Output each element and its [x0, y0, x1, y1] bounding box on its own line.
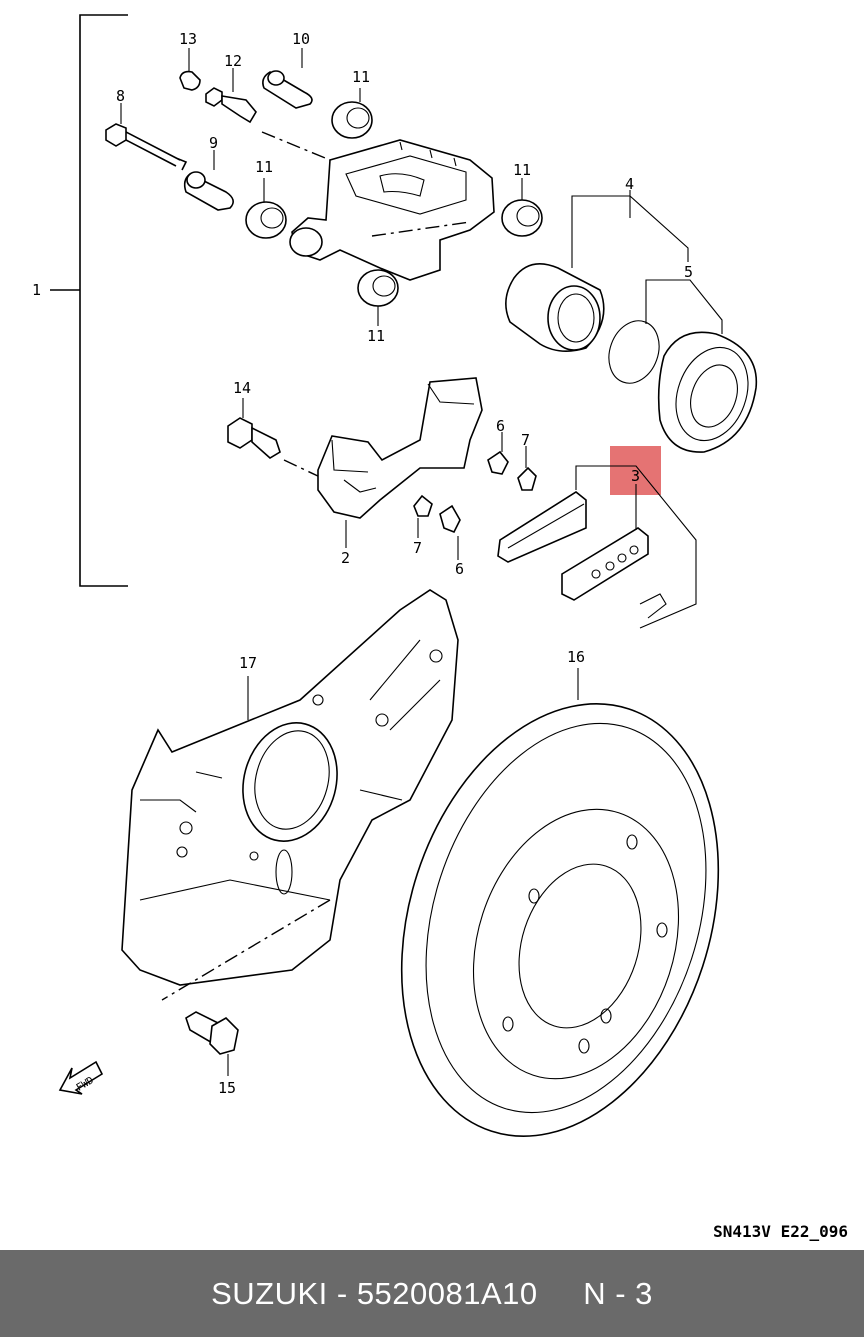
callout-16: 16 — [567, 648, 585, 666]
callout-13: 13 — [179, 30, 197, 48]
bracket-assembly-1 — [50, 14, 128, 587]
callout-2: 2 — [341, 549, 350, 567]
part-15-bolt — [185, 1011, 239, 1076]
callout-4: 4 — [625, 175, 634, 193]
callout-14: 14 — [233, 379, 251, 397]
callout-5: 5 — [684, 263, 693, 281]
part-14-bolt — [227, 398, 323, 479]
part-8-bolt — [105, 103, 188, 171]
callout-6-lower: 6 — [455, 560, 464, 578]
callout-7-lower: 7 — [413, 539, 422, 557]
callout-11-left: 11 — [255, 158, 273, 176]
part-11-boot-upper — [331, 88, 373, 139]
callout-17: 17 — [239, 654, 257, 672]
footer-bar: SUZUKI - 5520081A10 N - 3 — [0, 1250, 864, 1337]
callout-9: 9 — [209, 134, 218, 152]
parts-diagram: FWD 1 2 3 4 5 6 7 7 6 8 9 10 11 11 11 11… — [32, 14, 758, 1137]
part-16-disc-rotor — [400, 668, 720, 1137]
fwd-arrow-icon: FWD — [58, 1060, 104, 1095]
part-11-boot-lower — [357, 269, 399, 326]
part-2-bracket — [317, 377, 483, 548]
part-6-clip-upper — [487, 432, 509, 475]
diagram-code: SN413V E22_096 — [713, 1222, 848, 1241]
part-13-cap — [179, 48, 201, 91]
callout-6-upper: 6 — [496, 417, 505, 435]
caliper-body — [261, 131, 495, 281]
callout-3: 3 — [631, 467, 640, 485]
callout-8: 8 — [116, 87, 125, 105]
part-7-clip-lower — [413, 494, 433, 538]
part-5-seal — [608, 279, 758, 453]
callout-15: 15 — [218, 1079, 236, 1097]
part-9-pin — [183, 150, 234, 211]
part-17-backing-plate — [121, 589, 459, 1001]
part-10-sleeve — [262, 48, 313, 109]
callout-11-lower: 11 — [367, 327, 385, 345]
part-11-boot-right — [501, 178, 543, 237]
callout-10: 10 — [292, 30, 310, 48]
part-3-brake-pads — [497, 465, 697, 629]
footer-part-number: SUZUKI - 5520081A10 N - 3 — [211, 1275, 653, 1311]
part-11-boot-left — [245, 178, 287, 239]
callout-11-right: 11 — [513, 161, 531, 179]
callout-11-upper: 11 — [352, 68, 370, 86]
part-12-bleeder — [205, 68, 257, 124]
callout-12: 12 — [224, 52, 242, 70]
callout-1: 1 — [32, 281, 41, 299]
part-4-piston — [505, 190, 689, 352]
part-7-clip-upper — [517, 446, 537, 491]
part-6-clip-lower — [439, 504, 461, 560]
callout-7-upper: 7 — [521, 431, 530, 449]
